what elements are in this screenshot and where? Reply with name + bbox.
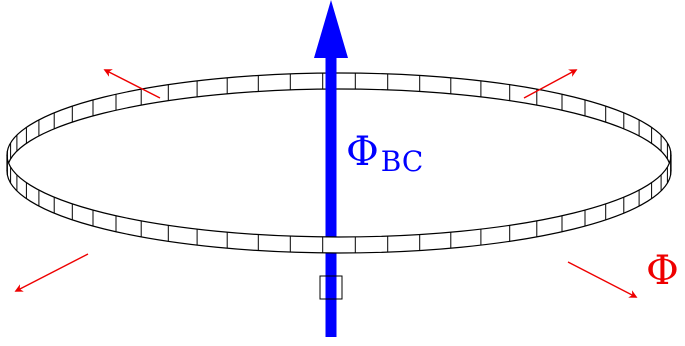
- edge-arrow-top-left: [103, 69, 161, 99]
- center-flux-arrow: [314, 0, 348, 337]
- edge-arrow-top-right: [523, 69, 578, 99]
- edge-arrow-bottom-left: [14, 253, 89, 292]
- edge-arrow-bottom-right: [567, 261, 638, 298]
- ring-back-ticks: [6, 73, 672, 167]
- center-flux-subscript: BC: [381, 145, 424, 178]
- edge-flux-label: Φ: [646, 248, 679, 294]
- ring-back-band: [6, 72, 672, 172]
- center-flux-symbol: Φ: [346, 129, 379, 175]
- center-flux-label: ΦBC: [346, 129, 423, 178]
- ring-front-ticks: [6, 159, 672, 253]
- ring-front-band: [6, 154, 672, 300]
- edge-flux-arrows: [14, 69, 638, 298]
